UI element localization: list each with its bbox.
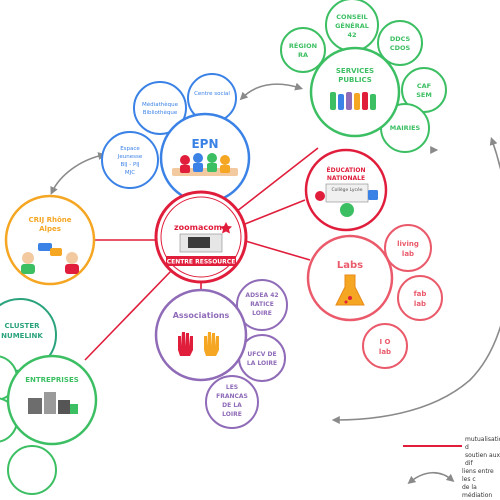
region-label-1: RÉGION: [289, 41, 317, 50]
legend-liens: liens entre les c de la médiation: [462, 468, 500, 500]
adsea-label-2: RATICE: [250, 301, 274, 308]
francas-label-1: LES: [226, 384, 238, 391]
labs-title: Labs: [337, 260, 363, 271]
espace-label-2: Jeunesse: [117, 154, 143, 160]
arrow-epn-services: [239, 82, 304, 101]
conseil-label-2: GÉNÉRAL: [335, 21, 369, 30]
center-node: zoomacom CENTRE RESSOURCE: [154, 190, 248, 284]
espace-label-1: Espace: [120, 146, 140, 152]
brand-star-icon: [220, 222, 232, 234]
assoc-bubble-francas: [205, 375, 259, 429]
labs-bubble-io: [362, 323, 408, 369]
fab-label-2: lab: [414, 300, 426, 308]
education-title-1: ÉDUCATION: [327, 166, 366, 174]
arrow-right-loop: [331, 136, 500, 424]
crij-bubble: [4, 194, 96, 286]
services-bubble-ddcs: [377, 20, 423, 66]
epn-cluster: Médiathèque Bibliothèque Centre social E…: [101, 73, 251, 204]
assoc-main-bubble: [154, 288, 248, 382]
conseil-label-3: 42: [347, 31, 356, 39]
buildings-icon: [28, 392, 78, 414]
living-label-1: living: [397, 240, 419, 248]
talking-people-icon: [21, 243, 79, 274]
link-center-cluster: [84, 269, 173, 361]
legend-swatches: [403, 445, 462, 484]
services-title-2: PUBLICS: [338, 76, 372, 84]
ufcv-label-2: LA LOIRE: [247, 360, 277, 367]
epn-bubble-mediatheque: [133, 81, 187, 135]
epn-title: EPN: [191, 137, 218, 151]
fab-label-1: fab: [414, 290, 427, 298]
people-at-table-icon: [172, 153, 238, 176]
link-center-services: [231, 147, 319, 216]
entreprises-label: ENTREPRISES: [25, 376, 79, 384]
francas-label-3: DE LA: [222, 402, 242, 409]
students-icon: [340, 203, 354, 217]
cluster-group: CLUSTER NUMELINK ENTREPRISES: [0, 298, 98, 495]
citizens-icon: [330, 92, 376, 110]
legend-mutualisation-line-2: soutien aux dif: [465, 452, 500, 467]
education-title-2: NATIONALE: [327, 175, 365, 182]
education-sub: Collège Lycée: [332, 186, 363, 193]
associations-cluster: ADSEA 42 RATICE LOIRE UFCV DE LA LOIRE L…: [154, 279, 288, 429]
conseil-label-1: CONSEIL: [336, 13, 367, 21]
francas-label-4: LOIRE: [222, 411, 242, 418]
laptop-icon: [188, 237, 210, 248]
caf-label-1: CAF: [417, 82, 431, 90]
arrow-epn-crij: [50, 152, 107, 195]
adsea-label-1: ADSEA 42: [245, 292, 278, 299]
epn-bubble-espace-jeunesse: [101, 131, 159, 189]
assoc-bubble-adsea: [236, 279, 288, 331]
legend-gray-arrow-icon: [407, 471, 455, 484]
labs-bubble-living: [384, 224, 432, 272]
hands-icon: [178, 332, 219, 356]
mediatheque-label-2: Bibliothèque: [143, 109, 178, 116]
labs-bubble-fab: [397, 275, 443, 321]
flask-icon: [335, 274, 365, 306]
crij-title-2: Alpes: [39, 225, 61, 233]
services-bubble-region: [280, 27, 326, 73]
region-label-2: RA: [298, 51, 308, 59]
cluster-title-1: CLUSTER: [4, 322, 40, 330]
education-cluster: ÉDUCATION NATIONALE Collège Lycée: [304, 148, 388, 232]
legend-mutualisation-line-1: mutualisation d: [465, 436, 500, 451]
education-badge-red-icon: [315, 191, 325, 201]
ddcs-label-1: DDCS: [390, 35, 411, 43]
services-title-1: SERVICES: [336, 67, 374, 75]
mairies-label: MAIRIES: [390, 124, 421, 132]
legend-liens-line-1: liens entre les c: [462, 468, 494, 483]
io-label-1: I O: [380, 338, 391, 346]
espace-label-4: MJC: [125, 170, 135, 176]
cluster-title-2: NUMELINK: [1, 332, 43, 340]
legend-mutualisation: mutualisation d soutien aux dif: [465, 436, 500, 468]
center-label: CENTRE RESSOURCE: [167, 259, 236, 266]
crij-cluster: CRIJ Rhône Alpes: [4, 194, 96, 286]
francas-label-2: FRANCAS: [216, 393, 248, 400]
centre-social-label: Centre social: [194, 91, 230, 97]
labs-cluster: living lab fab lab I O lab Labs: [306, 224, 443, 369]
caf-label-2: SEM: [416, 91, 432, 99]
services-main-bubble: [309, 46, 401, 138]
calendar-icon: [368, 190, 378, 200]
legend-liens-line-2: de la médiation: [462, 484, 493, 499]
adsea-label-3: LOIRE: [252, 310, 272, 317]
assoc-title: Associations: [173, 311, 230, 320]
ufcv-label-1: UFCV DE: [247, 351, 276, 358]
services-cluster: CONSEIL GÉNÉRAL 42 RÉGION RA DDCS CDOS C…: [280, 0, 447, 153]
ddcs-label-2: CDOS: [390, 44, 411, 52]
epn-main-bubble: [159, 112, 251, 204]
school-building-icon: [325, 183, 369, 203]
cluster-bubble-partial-3: [7, 445, 57, 495]
living-label-2: lab: [402, 250, 414, 258]
mediatheque-label-1: Médiathèque: [142, 101, 179, 108]
center-brand: zoomacom: [174, 223, 222, 232]
espace-label-3: BIJ - PIJ: [120, 162, 139, 168]
io-label-2: lab: [379, 348, 391, 356]
crij-title-1: CRIJ Rhône: [28, 216, 71, 224]
center-label-band: [166, 256, 236, 266]
gray-arrows: [50, 82, 500, 424]
link-center-labs: [241, 239, 311, 261]
link-center-education: [239, 199, 306, 227]
